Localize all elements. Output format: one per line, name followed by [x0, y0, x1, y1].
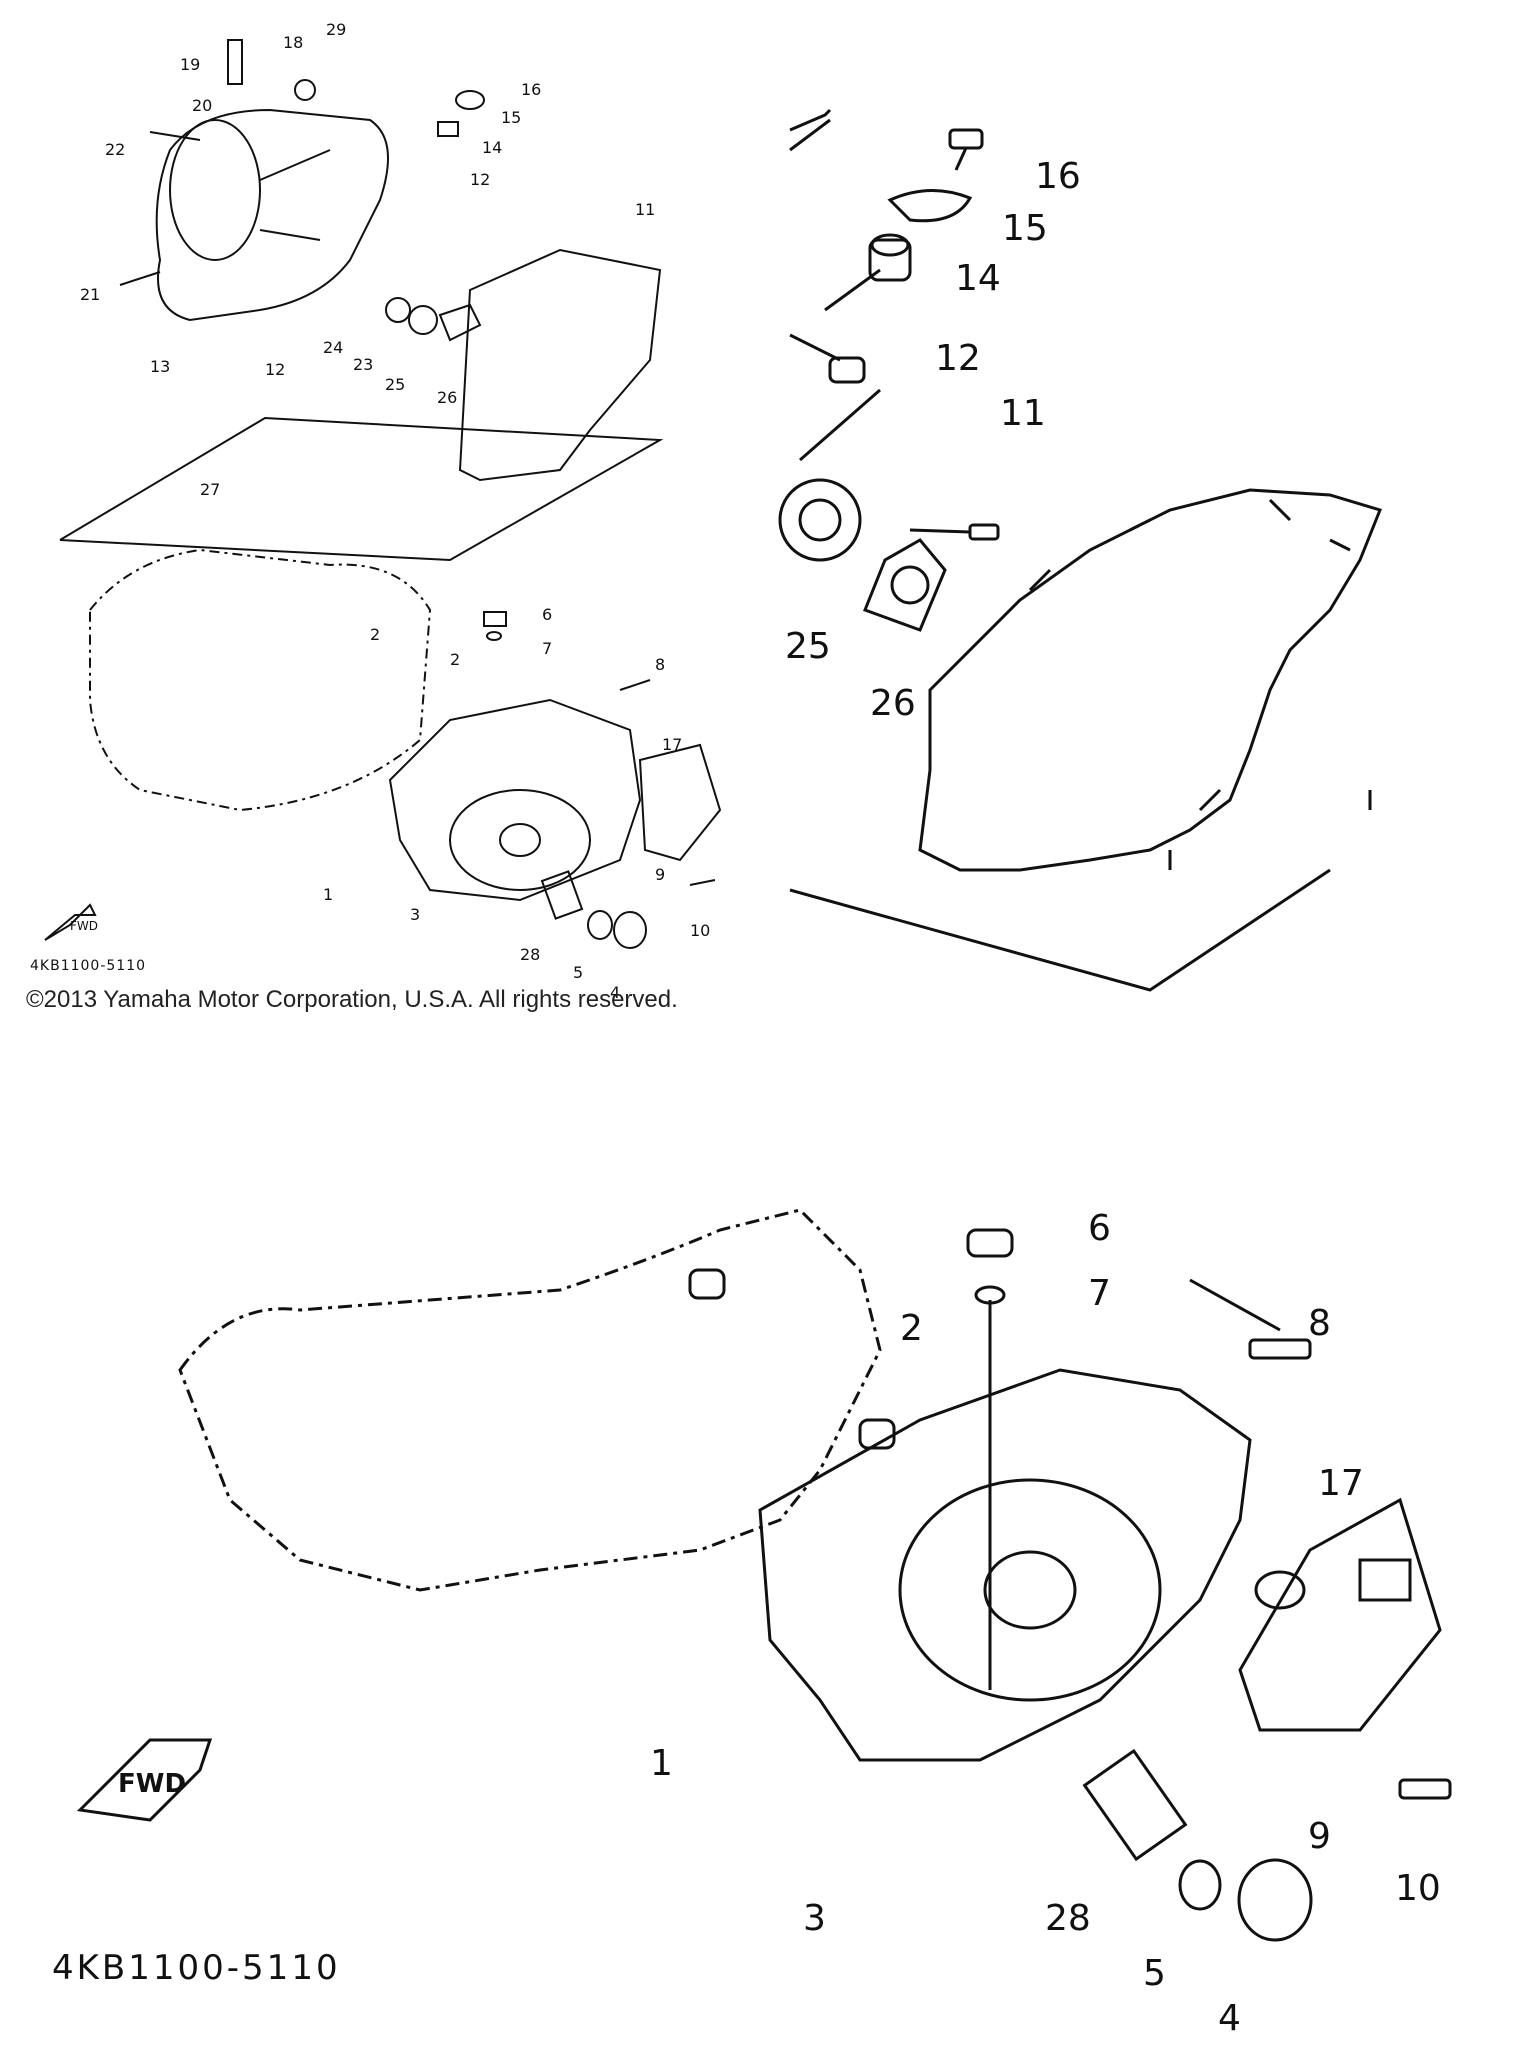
label-11-overview: 11: [635, 200, 655, 219]
label-1-overview: 1: [323, 885, 333, 904]
label-19-overview: 19: [180, 55, 200, 74]
label-12b-overview: 12: [265, 360, 285, 379]
detail-lower: FWD 6 7 8 2 17 1 9 10 3 28 5 4: [0, 1170, 1536, 2048]
diagram-code-big: 4KB1100-5110: [52, 1948, 341, 1988]
label-3-overview: 3: [410, 905, 420, 924]
label-11-detail: 11: [1000, 393, 1046, 434]
label-9-overview: 9: [655, 865, 665, 884]
label-12-detail: 12: [935, 338, 981, 379]
label-5-overview: 5: [573, 963, 583, 982]
label-1-detail: 1: [650, 1743, 673, 1784]
label-25-overview: 25: [385, 375, 405, 394]
label-17-detail: 17: [1318, 1463, 1364, 1504]
overview-callouts: 1 2 2 3 4 5 6 7 8 9 10 11 12 12 13 14 15…: [80, 20, 710, 1000]
label-17-overview: 17: [662, 735, 682, 754]
label-6-detail: 6: [1088, 1208, 1111, 1249]
copyright-notice: ©2013 Yamaha Motor Corporation, U.S.A. A…: [26, 986, 678, 1013]
label-20-overview: 20: [192, 96, 212, 115]
label-29-overview: 29: [326, 20, 346, 39]
label-12a-overview: 12: [470, 170, 490, 189]
label-24-overview: 24: [323, 338, 343, 357]
label-10-overview: 10: [690, 921, 710, 940]
label-15-overview: 15: [501, 108, 521, 127]
label-9-detail: 9: [1308, 1816, 1331, 1857]
label-2b-overview: 2: [450, 650, 460, 669]
label-6-overview: 6: [542, 605, 552, 624]
label-7-overview: 7: [542, 639, 552, 658]
label-26-detail: 26: [870, 683, 916, 724]
label-25-detail: 25: [785, 626, 831, 667]
fwd-label-small: FWD: [70, 919, 98, 933]
label-3-detail: 3: [803, 1898, 826, 1939]
label-28-overview: 28: [520, 945, 540, 964]
label-4-detail: 4: [1218, 1998, 1241, 2039]
label-7-detail: 7: [1088, 1273, 1111, 1314]
label-26-overview: 26: [437, 388, 457, 407]
label-15-detail: 15: [1002, 208, 1048, 249]
label-23-overview: 23: [353, 355, 373, 374]
label-14-overview: 14: [482, 138, 502, 157]
label-27-overview: 27: [200, 480, 220, 499]
label-2a-overview: 2: [370, 625, 380, 644]
label-4-overview: 4: [610, 983, 620, 1000]
label-14-detail: 14: [955, 258, 1001, 299]
label-21-overview: 21: [80, 285, 100, 304]
label-10-detail: 10: [1395, 1868, 1441, 1909]
label-13-overview: 13: [150, 357, 170, 376]
detail-upper: 16 15 14 12 11 25 26: [770, 90, 1536, 1130]
diagram-code-small: 4KB1100-5110: [30, 958, 147, 974]
label-2-detail: 2: [900, 1308, 923, 1349]
overview-diagram: FWD 1 2 2 3 4 5 6 7 8 9 10 11 12 12 13 1…: [0, 0, 760, 1000]
label-5-detail: 5: [1143, 1953, 1166, 1994]
label-28-detail: 28: [1045, 1898, 1091, 1939]
fwd-label-big: FWD: [118, 1769, 186, 1799]
label-18-overview: 18: [283, 33, 303, 52]
label-8-overview: 8: [655, 655, 665, 674]
label-16-detail: 16: [1035, 156, 1081, 197]
label-22-overview: 22: [105, 140, 125, 159]
label-16-overview: 16: [521, 80, 541, 99]
label-8-detail: 8: [1308, 1303, 1331, 1344]
